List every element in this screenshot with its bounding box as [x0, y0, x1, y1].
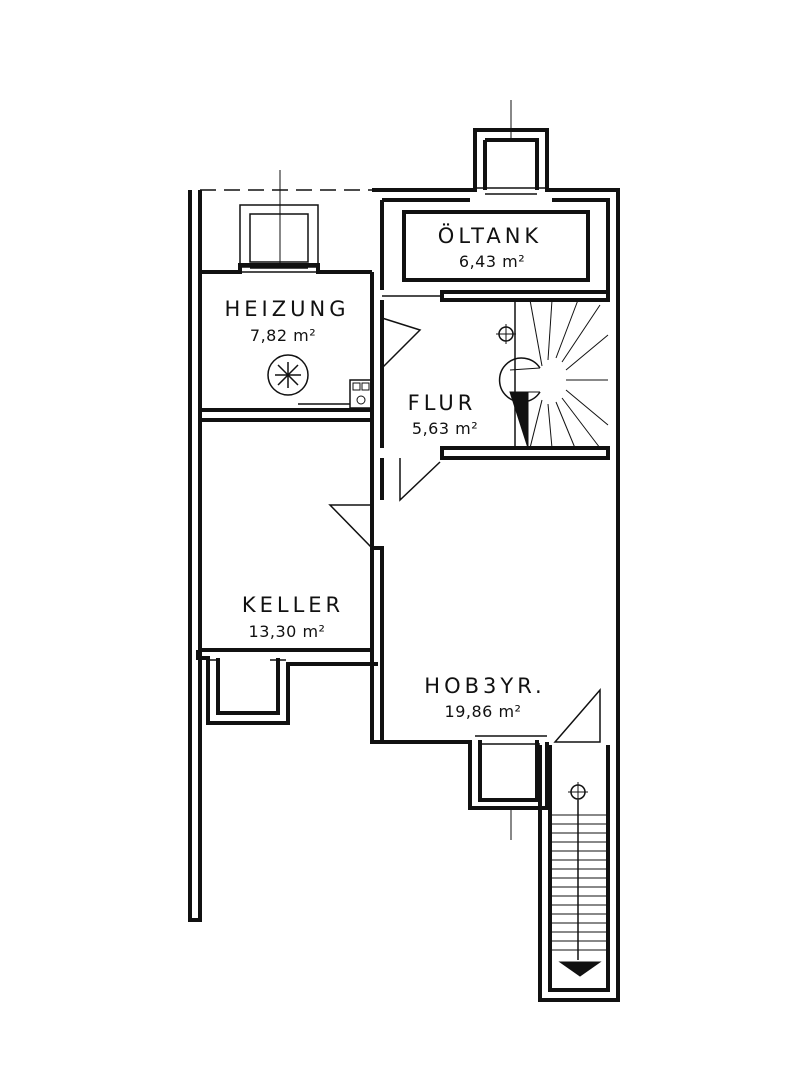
- room-area-oeltank: 6,43 m²: [459, 252, 525, 271]
- outer-walls: [188, 128, 620, 1002]
- stair-arrow-icon: [558, 782, 602, 977]
- heater-icon: [267, 354, 373, 409]
- room-labels: ÖLTANK 6,43 m² HEIZUNG 7,82 m² FLUR 5,63…: [225, 223, 545, 721]
- room-name-heizung: HEIZUNG: [225, 297, 350, 321]
- room-name-flur: FLUR: [408, 391, 477, 415]
- room-name-keller: KELLER: [242, 593, 344, 617]
- spiral-staircase: [496, 299, 609, 449]
- room-area-heizung: 7,82 m²: [250, 326, 316, 345]
- room-name-oeltank: ÖLTANK: [438, 223, 542, 248]
- room-area-keller: 13,30 m²: [249, 622, 326, 641]
- room-name-hobby: HOB3YR.: [424, 674, 545, 698]
- axis-lines: [279, 100, 512, 840]
- door-swings: [328, 317, 601, 743]
- room-area-hobby: 19,86 m²: [445, 702, 522, 721]
- windows: [206, 187, 547, 745]
- room-area-flur: 5,63 m²: [412, 419, 478, 438]
- straight-staircase: [552, 814, 606, 951]
